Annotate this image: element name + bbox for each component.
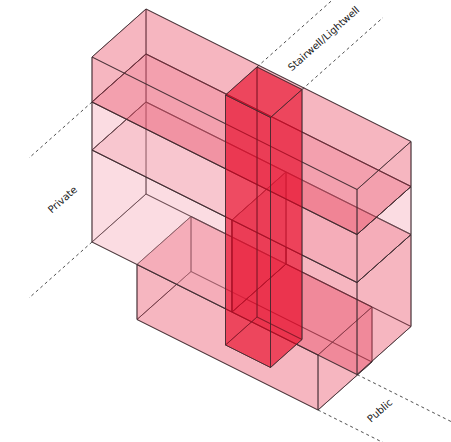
dashed-leader-lines — [29, 0, 451, 442]
zone-label: Private — [45, 183, 78, 214]
zone-label: Stairwell/Lightwell — [286, 4, 362, 73]
zone-label: Public — [365, 396, 394, 424]
stairwell-column — [226, 67, 303, 368]
